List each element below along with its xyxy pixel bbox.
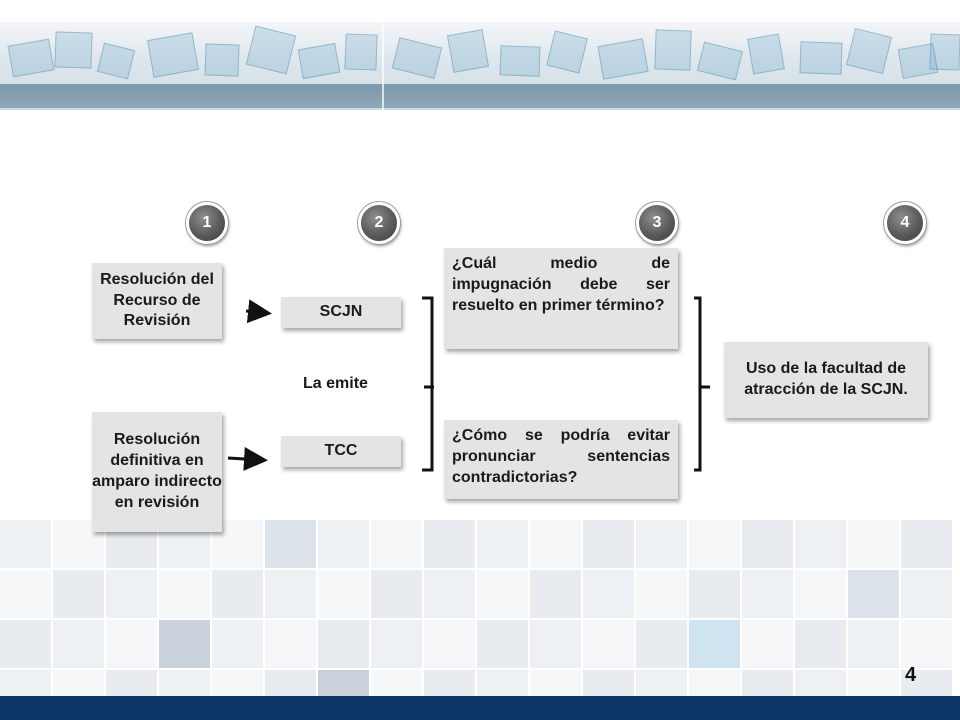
bracket-left — [422, 296, 434, 472]
background-cell — [689, 570, 740, 618]
background-cell — [371, 570, 422, 618]
background-cell — [265, 570, 316, 618]
background-cell — [636, 620, 687, 668]
background-cell — [848, 520, 899, 568]
step-1-badge: 1 — [186, 202, 228, 244]
background-cell — [371, 520, 422, 568]
footer-bar — [0, 696, 960, 720]
background-cell — [689, 520, 740, 568]
background-cell — [530, 520, 581, 568]
background-cell — [477, 520, 528, 568]
background-cell — [742, 570, 793, 618]
background-cell — [583, 520, 634, 568]
bracket-right — [694, 296, 702, 472]
background-cell — [318, 520, 369, 568]
background-cell — [848, 570, 899, 618]
background-cell — [265, 520, 316, 568]
background-cell — [0, 520, 51, 568]
background-cell — [848, 620, 899, 668]
background-cell — [53, 620, 104, 668]
box-resolucion-recurso: Resolución del Recurso de Revisión — [92, 263, 222, 339]
background-cell — [159, 570, 210, 618]
background-cell — [636, 520, 687, 568]
header-banner — [0, 22, 960, 110]
header-divider — [382, 22, 384, 110]
background-cell — [901, 570, 952, 618]
background-cell — [371, 620, 422, 668]
box-question-2: ¿Cómo se podría evitar pronunciar senten… — [444, 420, 678, 499]
background-cell — [424, 520, 475, 568]
background-cell — [265, 620, 316, 668]
box-scjn: SCJN — [281, 297, 401, 328]
background-cell — [0, 620, 51, 668]
background-cell — [901, 520, 952, 568]
background-cell — [424, 570, 475, 618]
background-cell — [106, 620, 157, 668]
background-cell — [795, 520, 846, 568]
page-number: 4 — [905, 664, 917, 686]
background-cell — [742, 620, 793, 668]
background-cell — [212, 620, 263, 668]
arrow-to-tcc — [227, 446, 268, 471]
step-4-badge: 4 — [884, 202, 926, 244]
background-cell — [159, 620, 210, 668]
background-cell — [106, 570, 157, 618]
background-cell — [583, 570, 634, 618]
background-cell — [530, 620, 581, 668]
background-cell — [795, 570, 846, 618]
background-cell — [53, 570, 104, 618]
background-cell — [583, 620, 634, 668]
step-2-badge: 2 — [358, 202, 400, 244]
background-cell — [0, 570, 51, 618]
background-cell — [689, 620, 740, 668]
background-cell — [477, 620, 528, 668]
background-cell — [901, 620, 952, 668]
background-cell — [424, 620, 475, 668]
box-resolucion-amparo: Resolución definitiva en amparo indirect… — [92, 412, 222, 532]
arrow-to-scjn — [245, 299, 272, 324]
background-cell — [318, 620, 369, 668]
step-3-badge: 3 — [636, 202, 678, 244]
background-cell — [636, 570, 687, 618]
background-cell — [212, 570, 263, 618]
box-question-1: ¿Cuál medio de impugnación debe ser resu… — [444, 248, 678, 349]
box-facultad-atraccion: Uso de la facultad de atracción de la SC… — [724, 342, 928, 418]
background-cell — [530, 570, 581, 618]
background-cell — [318, 570, 369, 618]
label-la-emite: La emite — [303, 375, 368, 392]
background-cell — [742, 520, 793, 568]
background-cell — [477, 570, 528, 618]
box-tcc: TCC — [281, 436, 401, 467]
background-cell — [795, 620, 846, 668]
header-band — [0, 84, 960, 108]
